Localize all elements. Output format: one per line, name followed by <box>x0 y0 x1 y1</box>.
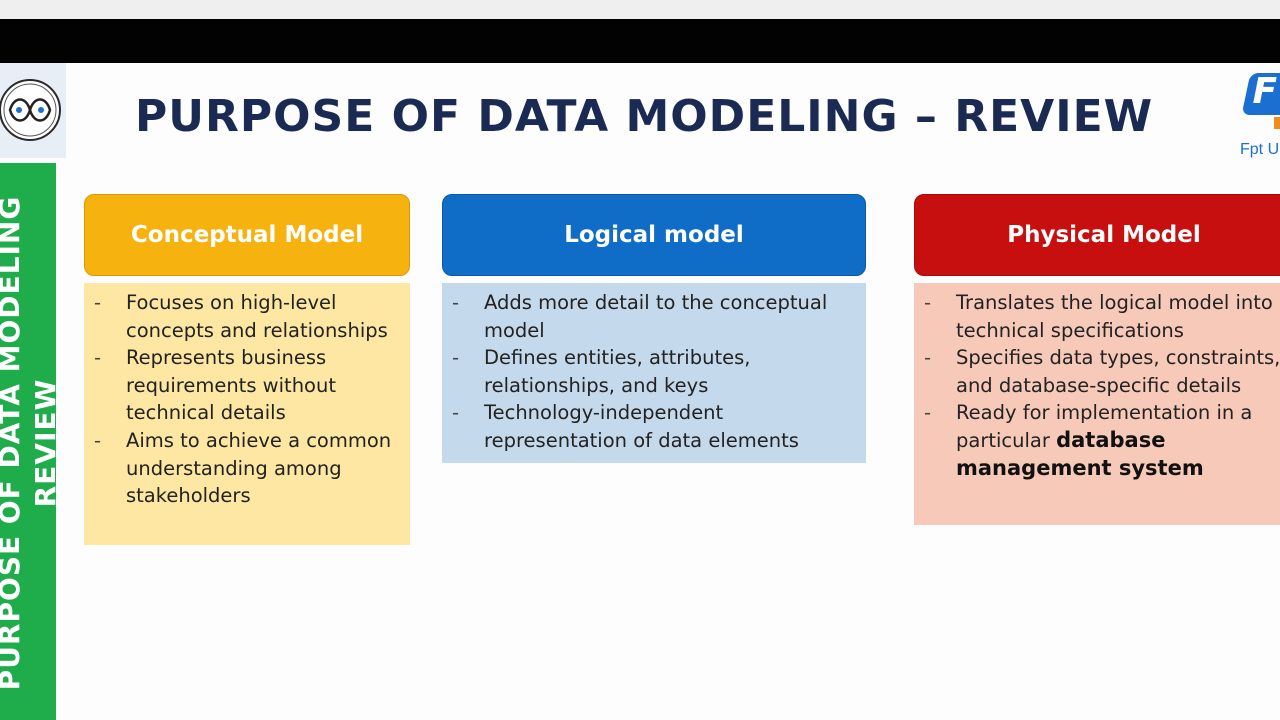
fpt-orange-accent <box>1274 117 1280 129</box>
side-band-line-2: REVIEW <box>29 378 56 508</box>
logical-model-heading: Logical model <box>442 194 866 276</box>
list-item-emphasis: database management system <box>956 427 1204 480</box>
list-item: Aims to achieve a common understanding a… <box>94 427 400 510</box>
slide-title: PURPOSE OF DATA MODELING – REVIEW <box>135 91 1154 142</box>
slide: PURPOSE OF DATA MODELING REVIEW PURPOSE … <box>0 63 1280 720</box>
list-item: Translates the logical model into techni… <box>924 289 1280 344</box>
side-band-line-1: PURPOSE OF DATA MODELING <box>0 195 26 691</box>
infinity-logo <box>0 63 66 158</box>
fpt-logo-text: Fpt U <box>1240 141 1280 158</box>
side-band-text: PURPOSE OF DATA MODELING REVIEW <box>0 196 56 691</box>
side-band: PURPOSE OF DATA MODELING REVIEW <box>0 163 56 720</box>
list-item: Specifies data types, constraints, and d… <box>924 344 1280 399</box>
list-item: Adds more detail to the conceptual model <box>452 289 856 344</box>
list-item: Technology-independent representation of… <box>452 399 856 454</box>
list-item: Represents business requirements without… <box>94 344 400 427</box>
video-letterbox-bar <box>0 19 1280 63</box>
list-item-text: Ready for implementation in a particular <box>956 401 1253 452</box>
conceptual-model-heading: Conceptual Model <box>84 194 410 276</box>
conceptual-model-body: Focuses on high-level concepts and relat… <box>84 283 410 545</box>
fpt-mark-icon <box>1241 73 1280 115</box>
list-item: Ready for implementation in a particular… <box>924 399 1280 482</box>
physical-model-body: Translates the logical model into techni… <box>914 283 1280 525</box>
list-item: Defines entities, attributes, relationsh… <box>452 344 856 399</box>
top-strip <box>0 0 1280 19</box>
list-item: Focuses on high-level concepts and relat… <box>94 289 400 344</box>
fpt-logo: Fpt U <box>1238 71 1280 161</box>
logical-model-body: Adds more detail to the conceptual model… <box>442 283 866 463</box>
physical-model-heading: Physical Model <box>914 194 1280 276</box>
